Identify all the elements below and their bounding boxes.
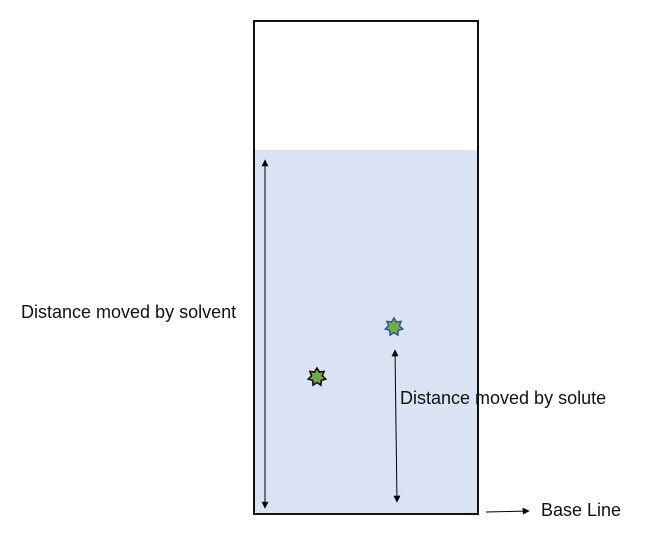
solvent-distance-label: Distance moved by solvent bbox=[21, 302, 237, 322]
base-line-arrow bbox=[485, 507, 530, 515]
star-spot-icon bbox=[306, 366, 328, 387]
solvent-region bbox=[255, 150, 477, 513]
solute-distance-arrow bbox=[391, 349, 401, 503]
chromatography-chamber bbox=[253, 20, 479, 515]
base-line-label: Base Line bbox=[541, 500, 622, 520]
star-spot-shape bbox=[306, 366, 328, 387]
star-spot-shape bbox=[383, 316, 405, 337]
star-spot-icon bbox=[383, 316, 405, 337]
solute-distance-label: Distance moved by solute bbox=[400, 388, 607, 408]
